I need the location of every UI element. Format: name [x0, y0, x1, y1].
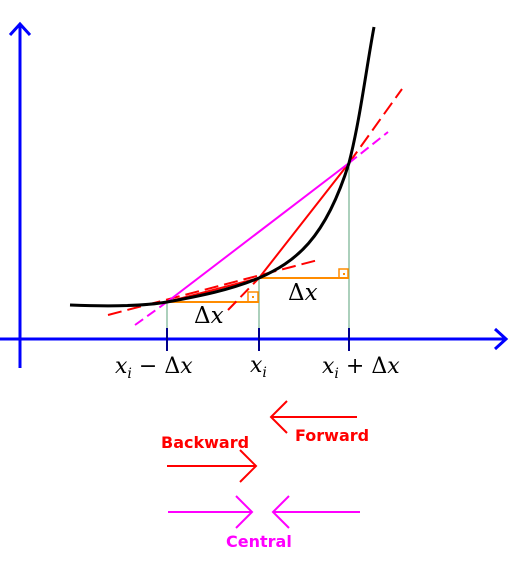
right-angle-marker-lower	[247, 291, 259, 303]
backward-secant-extension	[227, 277, 260, 311]
central-secant-extension-right	[348, 131, 389, 164]
tick-label-right: xi + Δx	[322, 354, 400, 382]
forward-secant	[258, 162, 350, 279]
backward-label: Backward	[161, 433, 249, 452]
right-angle-marker-upper	[338, 268, 349, 279]
right-angle-dot-upper	[343, 273, 345, 275]
forward-secant-extension	[348, 88, 403, 164]
central-secant	[166, 162, 350, 303]
x-axis-arrowhead	[493, 327, 509, 351]
delta-label-lower: Δx	[194, 303, 224, 329]
forward-arrow-head	[269, 400, 288, 434]
backward-arrow-head	[239, 449, 258, 483]
central-arrow-left-head	[235, 495, 254, 529]
right-angle-dot-lower	[252, 296, 254, 298]
function-curve	[69, 26, 376, 308]
y-axis-arrowhead	[8, 21, 32, 37]
forward-label: Forward	[295, 426, 369, 445]
central-secant-extension-left	[134, 301, 168, 326]
tick-label-left: xi − Δx	[115, 354, 193, 382]
tangent-line	[107, 259, 319, 316]
tick-label-center: xi	[250, 353, 267, 381]
central-arrow-right-head	[271, 495, 290, 529]
delta-label-upper: Δx	[288, 280, 318, 306]
central-label: Central	[226, 532, 292, 551]
